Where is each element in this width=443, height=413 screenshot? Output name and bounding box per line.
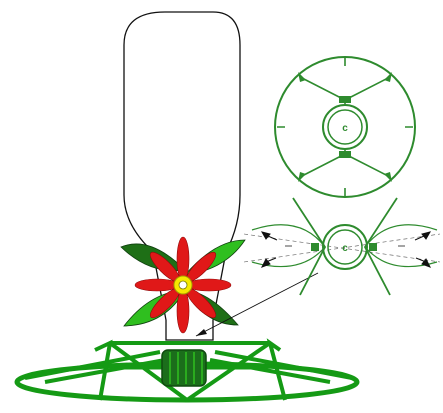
bottle-cap bbox=[162, 350, 206, 386]
arrow-icon bbox=[266, 236, 277, 262]
petal bbox=[177, 289, 189, 333]
detail-top-label: c bbox=[342, 123, 348, 134]
flower-center-dot bbox=[179, 281, 187, 289]
petal bbox=[135, 279, 179, 291]
arrow-icon bbox=[262, 232, 270, 239]
petal bbox=[177, 237, 189, 281]
petal bbox=[187, 279, 231, 291]
detail-bottom-label: c bbox=[342, 243, 348, 254]
arrow-icon bbox=[422, 232, 430, 239]
arrow-icon bbox=[415, 236, 426, 262]
